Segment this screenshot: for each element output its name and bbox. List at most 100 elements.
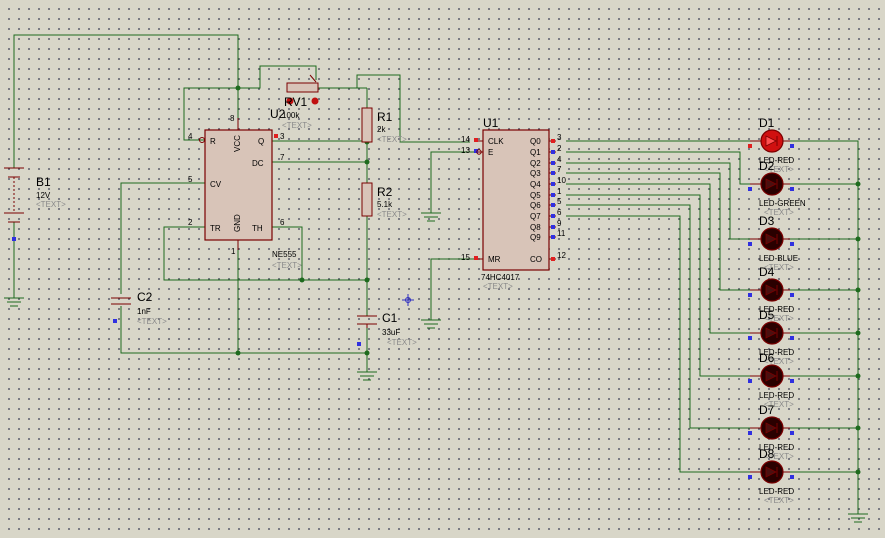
led-label: LED-BLUE bbox=[759, 254, 798, 263]
led-text: <TEXT> bbox=[764, 357, 794, 366]
led-label: LED-GREEN bbox=[759, 199, 806, 208]
led-array: D1LED-RED<TEXT>D2LED-GREEN<TEXT>D3LED-BL… bbox=[748, 116, 806, 505]
counter-pin-num: 3 bbox=[557, 133, 562, 142]
counter-pin-num: 7 bbox=[557, 165, 562, 174]
led-label: LED-RED bbox=[759, 487, 794, 496]
pin-label-vcc: VCC bbox=[233, 135, 242, 152]
counter-pin-marker bbox=[551, 161, 555, 165]
timer-part: NE555 bbox=[272, 250, 297, 259]
c1-ref: C1 bbox=[382, 311, 398, 325]
counter-pin-marker bbox=[551, 257, 555, 261]
counter-pin-num: 9 bbox=[557, 219, 562, 228]
counter-pin-name-q3: Q3 bbox=[530, 169, 541, 178]
counter-pin-name-q7: Q7 bbox=[530, 212, 541, 221]
counter-text: <TEXT> bbox=[483, 282, 513, 291]
pin-num-2: 2 bbox=[188, 218, 193, 227]
pin-num-6: 6 bbox=[280, 218, 285, 227]
c1-text: <TEXT> bbox=[387, 338, 417, 347]
led-text: <TEXT> bbox=[764, 400, 794, 409]
counter-pin-num: 10 bbox=[557, 176, 566, 185]
c2-ref: C2 bbox=[137, 290, 153, 304]
resistor-r2[interactable]: R2 5.1k <TEXT> bbox=[361, 182, 407, 219]
led-text: <TEXT> bbox=[764, 208, 794, 217]
counter-pin-name-co: CO bbox=[530, 255, 542, 264]
counter-pin-num: 14 bbox=[461, 135, 470, 144]
counter-pin-num: 1 bbox=[557, 187, 562, 196]
counter-pin-marker bbox=[551, 225, 555, 229]
led-label: LED-RED bbox=[759, 443, 794, 452]
battery-b1[interactable]: B1 12V <TEXT> bbox=[4, 167, 66, 241]
counter-pin-name-q9: Q9 bbox=[530, 233, 541, 242]
timer-ne555[interactable]: R VCC Q DC CV TR GND TH 4 8 3 7 5 2 1 6 … bbox=[188, 107, 302, 270]
timer-ref: U2 bbox=[270, 107, 286, 121]
counter-pin-name-q8: Q8 bbox=[530, 223, 541, 232]
led-ref: D2 bbox=[759, 159, 775, 173]
counter-pin-marker bbox=[474, 149, 478, 153]
led-ref: D7 bbox=[759, 403, 775, 417]
resistor-r1[interactable]: R1 2k <TEXT> bbox=[361, 107, 407, 144]
pin-label-q: Q bbox=[258, 137, 264, 146]
led-text: <TEXT> bbox=[764, 452, 794, 461]
led-ref: D4 bbox=[759, 265, 775, 279]
counter-pin-name-q1: Q1 bbox=[530, 148, 541, 157]
led-text: <TEXT> bbox=[764, 314, 794, 323]
counter-ref: U1 bbox=[483, 116, 499, 130]
counter-pin-num: 4 bbox=[557, 155, 562, 164]
pin-num-3: 3 bbox=[280, 132, 285, 141]
counter-pin-num: 15 bbox=[461, 253, 470, 262]
wires-left bbox=[13, 34, 470, 372]
counter-pin-num: 11 bbox=[557, 229, 566, 238]
pin-num-4: 4 bbox=[188, 132, 193, 141]
counter-pin-name-q6: Q6 bbox=[530, 201, 541, 210]
r1-value: 2k bbox=[377, 125, 386, 134]
probe-crosshair[interactable] bbox=[402, 294, 414, 306]
pot-text: <TEXT> bbox=[282, 121, 312, 130]
pot-value: 100k bbox=[282, 111, 300, 120]
pin-label-cv: CV bbox=[210, 180, 222, 189]
capacitor-c1[interactable]: C1 33uF <TEXT> bbox=[357, 311, 417, 347]
c1-value: 33uF bbox=[382, 328, 400, 337]
counter-pin-name-q0: Q0 bbox=[530, 137, 541, 146]
counter-pin-marker bbox=[551, 150, 555, 154]
pin-num-5: 5 bbox=[188, 175, 193, 184]
pin-num-1: 1 bbox=[231, 247, 236, 256]
counter-pin-marker bbox=[551, 214, 555, 218]
wires-counter bbox=[430, 140, 859, 514]
r1-ref: R1 bbox=[377, 110, 393, 124]
counter-pin-name-q4: Q4 bbox=[530, 180, 541, 189]
pot-rv1[interactable]: RV1 100k <TEXT> bbox=[282, 74, 319, 130]
counter-pin-name-q5: Q5 bbox=[530, 191, 541, 200]
pin-num-8: 8 bbox=[230, 114, 235, 123]
led-label: LED-RED bbox=[759, 156, 794, 165]
counter-pin-marker bbox=[551, 139, 555, 143]
counter-pin-num: 12 bbox=[557, 251, 566, 260]
led-ref: D3 bbox=[759, 214, 775, 228]
r2-ref: R2 bbox=[377, 185, 393, 199]
pin-label-dc: DC bbox=[252, 159, 264, 168]
r1-text: <TEXT> bbox=[377, 135, 407, 144]
led-text: <TEXT> bbox=[764, 496, 794, 505]
counter-pin-num: 6 bbox=[557, 208, 562, 217]
counter-pin-marker bbox=[551, 235, 555, 239]
counter-pin-name-clk: CLK bbox=[488, 137, 504, 146]
led-ref: D8 bbox=[759, 447, 775, 461]
counter-pin-num: 5 bbox=[557, 197, 562, 206]
capacitor-c2[interactable]: C2 1nF <TEXT> bbox=[111, 290, 167, 326]
led-text: <TEXT> bbox=[764, 263, 794, 272]
counter-pin-marker bbox=[551, 193, 555, 197]
pin-label-tr: TR bbox=[210, 224, 221, 233]
counter-pin-marker bbox=[551, 203, 555, 207]
pin-label-th: TH bbox=[252, 224, 263, 233]
counter-pin-name-e: E bbox=[488, 148, 493, 157]
led-label: LED-RED bbox=[759, 305, 794, 314]
